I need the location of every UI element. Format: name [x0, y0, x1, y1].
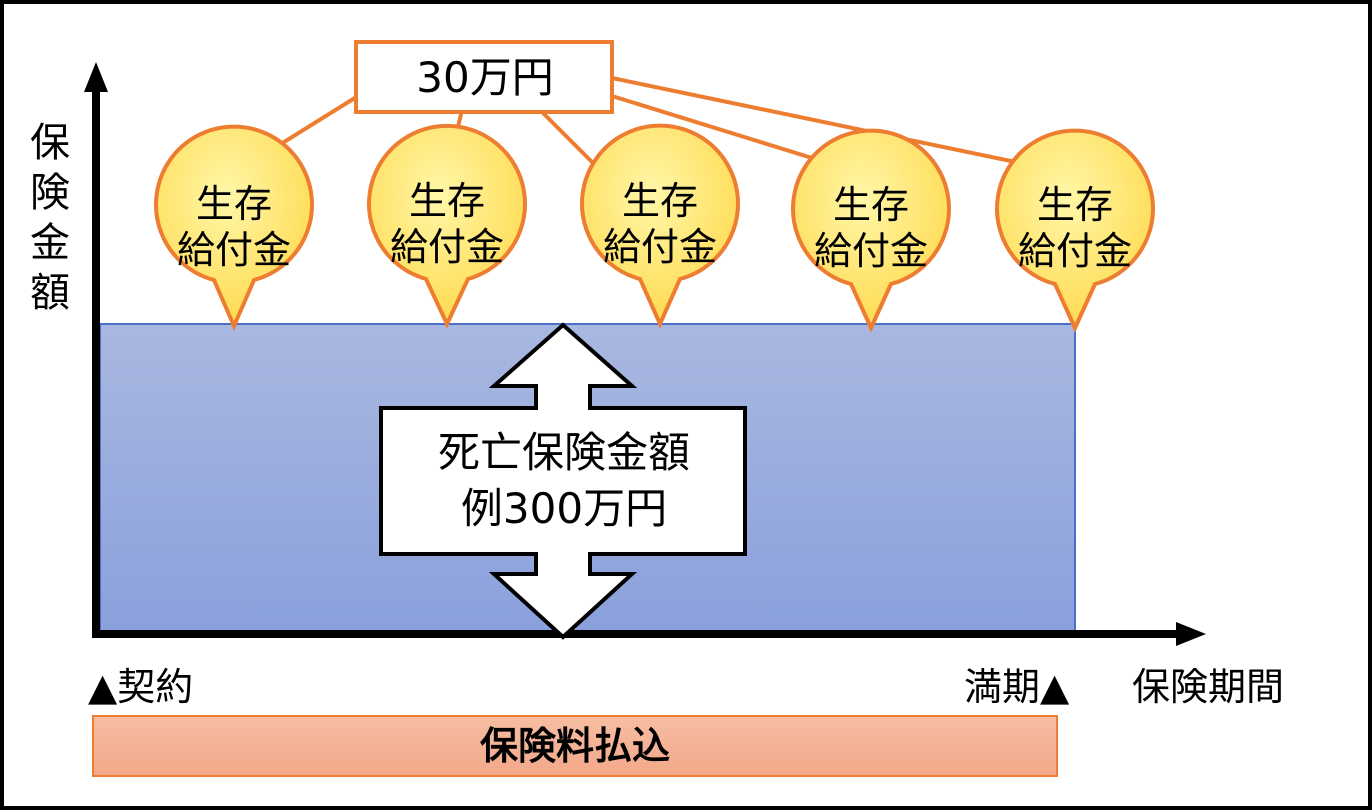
benefit-bubble-line1: 生存	[195, 182, 272, 226]
benefit-bubble-text-2: 生存 給付金	[367, 178, 527, 270]
benefit-bubble-text-5: 生存 給付金	[995, 182, 1155, 274]
benefit-bubble-5	[995, 128, 1155, 333]
benefit-bubble-line1: 生存	[832, 183, 909, 227]
x-axis-label: 保険期間	[1132, 665, 1285, 709]
benefit-bubble-line2: 給付金	[389, 225, 504, 269]
death-benefit-title: 死亡保険金額	[437, 428, 690, 477]
callout-box	[354, 40, 614, 114]
maturity-label: 満期▲	[964, 665, 1070, 709]
x-axis-arrowhead	[1176, 622, 1206, 646]
premium-payment-label: 保険料払込	[479, 724, 670, 768]
benefit-bubble-shapes	[154, 123, 1155, 333]
benefit-bubble-line2: 給付金	[602, 225, 717, 269]
callout-amount: 30万円	[416, 53, 554, 102]
contract-label: ▲契約	[88, 665, 194, 709]
benefit-bubble-line1: 生存	[1036, 183, 1113, 227]
y-axis-arrowhead	[84, 62, 108, 92]
benefit-bubble-4	[791, 128, 951, 333]
benefit-bubble-line2: 給付金	[813, 229, 928, 273]
benefit-bubble-line2: 給付金	[1017, 229, 1132, 273]
death-benefit-example: 例300万円	[460, 484, 668, 533]
benefit-bubble-3	[580, 123, 740, 329]
death-benefit-text: 死亡保険金額 例300万円	[383, 425, 745, 537]
benefit-bubble-text-4: 生存 給付金	[791, 182, 951, 274]
benefit-bubble-1	[154, 124, 314, 332]
benefit-bubble-text-1: 生存 給付金	[154, 181, 314, 273]
y-axis-label: 保険金額	[30, 120, 70, 316]
benefit-bubble-text-3: 生存 給付金	[580, 178, 740, 270]
benefit-bubble-2	[367, 123, 527, 329]
benefit-bubble-line1: 生存	[621, 179, 698, 223]
premium-payment-bar: 保険料払込	[92, 715, 1058, 777]
benefit-bubble-line1: 生存	[408, 179, 485, 223]
benefit-bubble-line2: 給付金	[176, 228, 291, 272]
death-benefit-double-arrow	[379, 322, 747, 640]
